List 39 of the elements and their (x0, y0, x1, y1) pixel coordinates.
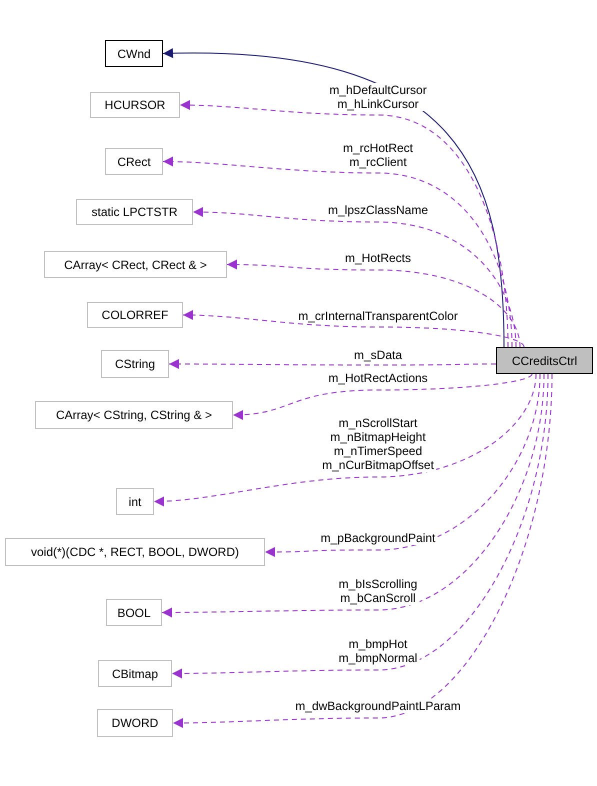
arrow (180, 100, 508, 348)
class-box: CBitmap (98, 660, 172, 687)
edge-label: m_lpszClassName (326, 203, 430, 217)
edge-label: m_nScrollStart m_nBitmapHeight m_nTimerSpeed m_nCurBitmapOffset (320, 416, 436, 472)
class-box: DWORD (97, 709, 173, 737)
class-box: CWnd (105, 40, 163, 67)
edge-label: m_pBackgroundPaint (318, 531, 438, 545)
edge-label: m_bIsScrolling m_bCanScroll (336, 577, 420, 605)
edge-label: m_rcHotRect m_rcClient (341, 141, 415, 169)
class-box: HCURSOR (90, 92, 180, 118)
class-box: CCreditsCtrl (496, 347, 593, 374)
arrow (226, 260, 520, 348)
arrow (264, 374, 540, 557)
arrow (162, 48, 504, 348)
edge-label: m_bmpHot m_bmpNormal (336, 637, 420, 665)
arrow (172, 374, 548, 678)
edge-label: m_hDefaultCursor m_hLinkCursor (327, 83, 429, 111)
arrow (162, 374, 544, 618)
edge-label: m_crInternalTransparentColor (296, 309, 460, 323)
class-box: void(*)(CDC *, RECT, BOOL, DWORD) (5, 538, 265, 566)
arrow (192, 207, 516, 348)
class-box: static LPCTSTR (76, 199, 193, 225)
arrow (168, 359, 496, 370)
class-box: CArray< CRect, CRect & > (44, 251, 227, 278)
edge-label: m_sData (352, 348, 404, 362)
edge-label: m_HotRectActions (326, 371, 430, 385)
edge-label: m_dwBackgroundPaintLParam (293, 699, 463, 713)
class-box: CString (101, 350, 169, 378)
class-box: int (116, 488, 154, 515)
arrow (232, 374, 532, 420)
class-box: CRect (105, 148, 163, 175)
class-box: CArray< CString, CString & > (35, 401, 233, 429)
class-box: COLORREF (87, 302, 183, 328)
arrow (172, 374, 552, 728)
arrow (182, 310, 524, 348)
class-box: BOOL (106, 599, 162, 626)
arrow (162, 156, 512, 348)
edge-label: m_HotRects (342, 251, 414, 265)
arrow (154, 374, 536, 506)
